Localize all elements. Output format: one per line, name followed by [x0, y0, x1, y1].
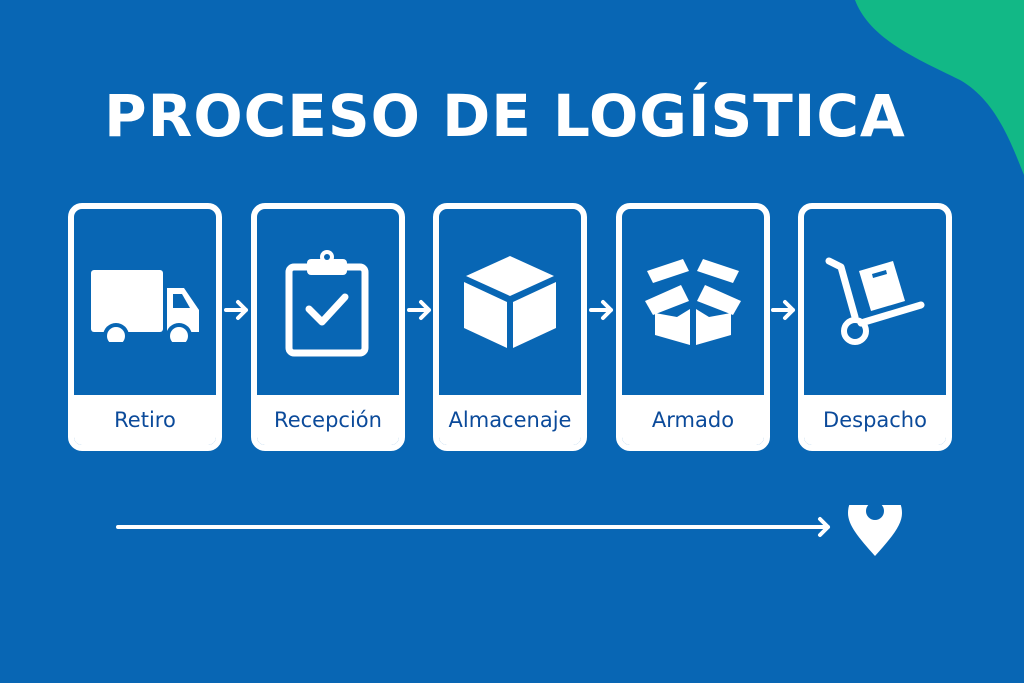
step-card-almacenaje: Almacenaje [433, 203, 587, 451]
arrow-right-icon [407, 300, 431, 320]
box-icon [439, 209, 581, 395]
page-title: PROCESO DE LOGÍSTICA [104, 82, 906, 150]
arrow-right-icon [589, 300, 613, 320]
step-card-despacho: Despacho [798, 203, 952, 451]
arrow-right-icon [224, 300, 248, 320]
clipboard-check-icon [257, 209, 399, 395]
step-label: Despacho [804, 395, 946, 445]
step-card-retiro: Retiro [68, 203, 222, 451]
step-label: Armado [622, 395, 764, 445]
step-label: Retiro [74, 395, 216, 445]
step-card-recepcion: Recepción [251, 203, 405, 451]
process-flow-arrow [116, 505, 902, 556]
arrow-right-icon [771, 300, 795, 320]
truck-icon [74, 209, 216, 395]
hand-truck-icon [804, 209, 946, 395]
step-card-armado: Armado [616, 203, 770, 451]
step-label: Recepción [257, 395, 399, 445]
open-box-icon [622, 209, 764, 395]
step-label: Almacenaje [439, 395, 581, 445]
location-pin-icon [848, 505, 902, 556]
